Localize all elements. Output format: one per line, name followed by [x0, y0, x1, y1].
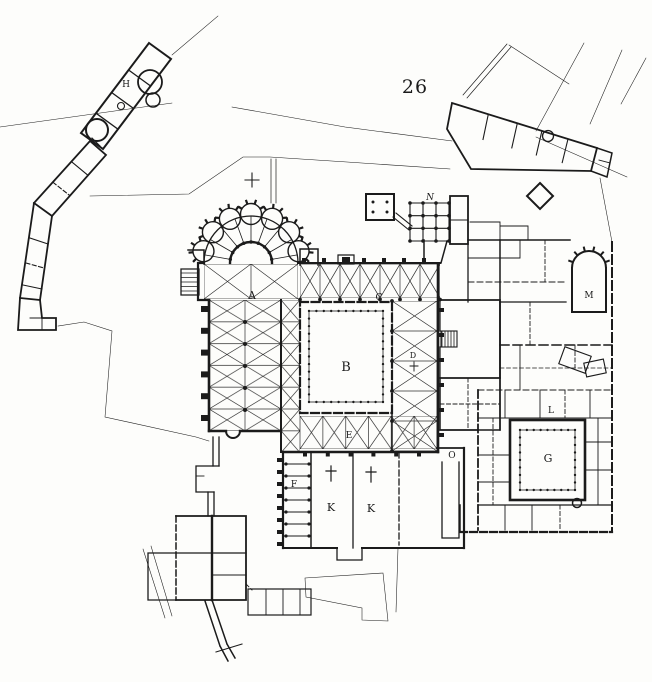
chapel-M [571, 267, 607, 313]
label-E: E [346, 431, 353, 441]
label-H: H [122, 80, 130, 90]
plate-number: 26 [402, 76, 428, 98]
tilted-outbuilding [583, 358, 607, 378]
second-cloister-G [458, 389, 614, 534]
vault-bays-north-walk [300, 264, 440, 298]
boundary-cross-marker [244, 172, 260, 188]
half-round-tower [137, 69, 163, 95]
vault-bays-choir [204, 264, 298, 299]
stair-apsidiole [224, 429, 242, 439]
south-range [281, 446, 466, 561]
label-K-west: K [327, 501, 336, 514]
stair-turret [541, 129, 555, 143]
detached-square-building [525, 181, 555, 211]
south-buildings [147, 436, 312, 663]
label-A: A [247, 289, 257, 302]
east-walk-cross-icon [409, 361, 419, 372]
shed-row [247, 588, 312, 616]
northeast-wing [446, 101, 613, 211]
label-O: O [448, 451, 455, 461]
cloister-garth-B [298, 300, 394, 415]
label-L: L [548, 406, 554, 416]
chapel-M-apse [570, 250, 608, 270]
vault-bays-south-walk [300, 416, 437, 449]
label-K-east: K [367, 502, 376, 515]
plan-labels: 26 H A C B D E F K K O G L M N [122, 76, 594, 515]
boundary-cross-icon [244, 172, 260, 188]
room-K-west-cross-icon [325, 465, 337, 482]
label-G: G [544, 452, 553, 465]
label-C: C [376, 293, 383, 303]
garth-G [508, 418, 587, 502]
vault-bays-west-walk [281, 300, 300, 452]
tilted-outbuilding [558, 346, 592, 374]
well [571, 497, 583, 509]
south-porch [336, 547, 363, 561]
label-N: N [425, 193, 435, 203]
cloister [281, 262, 458, 454]
boundary-lines [0, 15, 647, 622]
engraving-details [181, 199, 611, 546]
label-M: M [584, 291, 593, 301]
label-F: F [291, 480, 297, 490]
hall-O-lining [441, 461, 460, 539]
round-tower [85, 118, 109, 142]
east-block [365, 193, 613, 533]
pillared-kiosk [365, 193, 395, 221]
stair-hatch [440, 330, 458, 348]
west-wing [17, 137, 108, 331]
label-B: B [341, 360, 351, 375]
gatehouse-H [79, 41, 173, 151]
room-K-east-cross-icon [365, 466, 377, 483]
label-D: D [410, 351, 416, 360]
